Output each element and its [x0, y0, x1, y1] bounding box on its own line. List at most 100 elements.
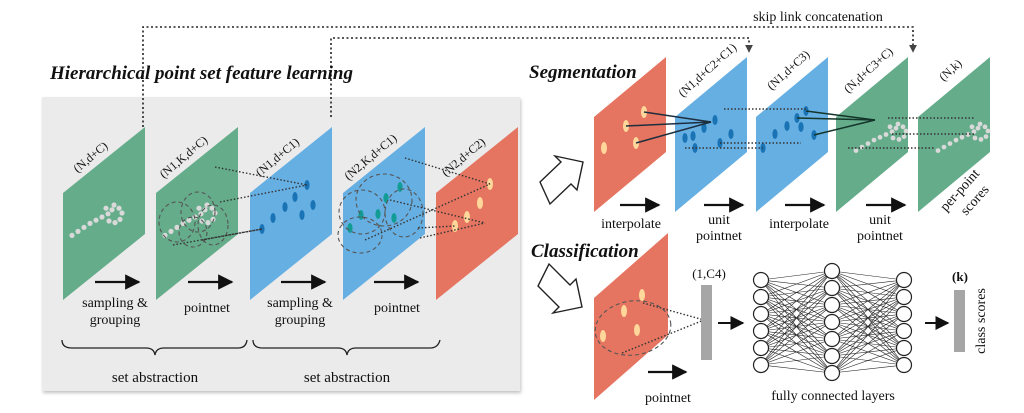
hier-point — [210, 216, 216, 222]
grouping-link — [219, 184, 308, 203]
hier-step-label-3-line2: grouping — [275, 313, 326, 328]
hier-point — [75, 228, 81, 234]
cls-point — [639, 289, 645, 301]
fc-edge — [831, 270, 905, 281]
seg-point — [853, 148, 859, 154]
hier-plane-1 — [63, 127, 145, 300]
seg-point — [935, 148, 941, 154]
fc-node — [752, 271, 770, 289]
classification-title: Classification — [531, 241, 639, 262]
fc-node — [823, 364, 841, 382]
seg-point — [772, 129, 778, 139]
hier-point — [81, 224, 87, 230]
seg-plane-2 — [675, 57, 747, 212]
grouping-link — [417, 225, 456, 229]
fc-edge — [831, 330, 905, 374]
seg-point — [901, 134, 907, 140]
seg-point — [972, 135, 978, 141]
fc-node — [823, 347, 841, 365]
skip-link-inner — [330, 37, 753, 117]
hier-point — [209, 205, 215, 211]
seg-point — [969, 124, 975, 130]
fc-edge — [760, 287, 833, 366]
seg-point — [701, 123, 707, 133]
hier-point — [299, 210, 305, 220]
fc-edge — [831, 313, 905, 374]
cls-plane — [594, 233, 668, 400]
grouping-ball — [197, 204, 229, 246]
segmentation-interpolation-links — [625, 108, 975, 149]
seg-point — [889, 129, 895, 135]
to-classification-arrow-icon — [537, 262, 583, 315]
seg-point — [985, 128, 991, 134]
fc-node — [823, 262, 841, 280]
hier-step-label-4: pointnet — [374, 301, 420, 316]
fc-edge — [831, 279, 905, 289]
hier-point — [99, 214, 105, 220]
fc-edge — [760, 270, 833, 332]
grouping-link — [172, 228, 263, 246]
fc-node — [823, 296, 841, 314]
seg-point — [983, 134, 989, 140]
seg-point — [728, 129, 734, 139]
classification-plane — [594, 233, 705, 400]
cls-point — [621, 305, 627, 317]
hier-point — [162, 232, 168, 238]
hier-point — [270, 213, 276, 223]
cls-feature-link — [621, 319, 705, 354]
fc-node — [752, 356, 770, 374]
fc-edge — [760, 321, 833, 366]
seg-point — [865, 141, 871, 147]
hier-step-label-1-line2: grouping — [90, 313, 141, 328]
classification-pointnet-step: pointnet — [645, 364, 691, 406]
hier-point — [205, 220, 211, 226]
seg-plane-4 — [836, 57, 908, 212]
seg-point — [903, 128, 909, 134]
hier-plane-4 — [343, 127, 425, 300]
fc-edge — [760, 270, 833, 281]
seg-point — [859, 144, 865, 150]
hier-point — [111, 202, 117, 208]
hier-point — [477, 197, 483, 209]
set-abstraction-braces — [61, 339, 441, 356]
hier-point — [112, 220, 118, 226]
seg-point — [975, 125, 981, 131]
seg-point — [798, 122, 804, 132]
hier-point — [196, 205, 202, 211]
seg-point — [887, 124, 893, 130]
seg-point — [712, 115, 718, 125]
seg-step-label-4: unit — [869, 213, 891, 228]
hier-plane-2 — [156, 127, 238, 300]
fc-edge — [760, 270, 833, 298]
grouping-link — [389, 199, 486, 224]
fc-edge — [831, 296, 905, 374]
hier-point — [69, 232, 75, 238]
hier-point — [87, 220, 93, 226]
hier-point — [464, 211, 470, 223]
seg-point — [871, 137, 877, 143]
seg-step-label-2-line2: pointnet — [696, 229, 742, 244]
fc-edge — [760, 355, 833, 366]
brace-2 — [252, 339, 441, 356]
seg-point — [953, 137, 959, 143]
global-feature-label: (1,C4) — [692, 266, 726, 281]
hierarchical-grouping-overlays — [158, 157, 491, 254]
hier-point — [174, 224, 180, 230]
grouping-ball — [337, 216, 383, 254]
interpolation-link — [625, 121, 712, 127]
fc-node — [823, 330, 841, 348]
seg-point — [977, 121, 983, 127]
grouping-ball — [158, 201, 196, 243]
fc-edge — [760, 270, 833, 315]
grouping-link — [404, 157, 491, 185]
interpolation-link — [635, 121, 712, 144]
hier-step-label-2: pointnet — [184, 301, 230, 316]
to-segmentation-arrow-icon — [539, 154, 584, 206]
seg-point — [877, 134, 883, 140]
seg-point — [896, 137, 902, 142]
fc-edge — [760, 270, 833, 349]
cls-feature-link — [642, 302, 705, 321]
seg-point — [883, 132, 889, 137]
